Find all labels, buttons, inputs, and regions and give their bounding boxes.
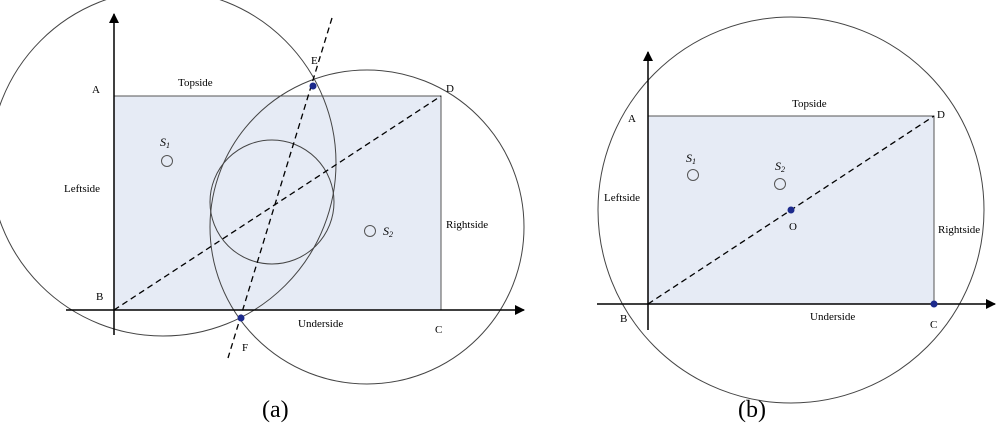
label-leftside-a: Leftside <box>64 183 100 195</box>
caption-a: (a) <box>262 397 289 423</box>
label-o-b: O <box>789 221 797 233</box>
circle-small-a <box>209 139 335 265</box>
label-sensor-s2-a: S2 <box>383 224 393 239</box>
label-sensor-s2-b: S2 <box>775 159 785 174</box>
point-o-b <box>787 206 795 214</box>
sensor-s1-a <box>161 155 173 167</box>
sensor-s2-b <box>774 178 786 190</box>
label-topside-b: Topside <box>792 98 827 110</box>
label-rightside-b: Rightside <box>938 224 980 236</box>
label-rightside-a: Rightside <box>446 219 488 231</box>
figure-a: A B C D E F Topside Leftside Rightside U… <box>0 0 525 423</box>
circle-s2-a <box>209 69 525 385</box>
label-underside-b: Underside <box>810 311 855 323</box>
label-sensor-s1-a: S1 <box>160 135 170 150</box>
sensor-s1-b <box>687 169 699 181</box>
diagonal-bd-a <box>113 95 442 311</box>
point-c-b <box>930 300 938 308</box>
circle-bd-a <box>0 0 337 337</box>
label-topside-a: Topside <box>178 77 213 89</box>
label-underside-a: Underside <box>298 318 343 330</box>
label-e-a: E <box>311 55 318 67</box>
label-b-b: B <box>620 313 627 325</box>
label-f-a: F <box>242 342 248 354</box>
point-e-a <box>309 82 317 90</box>
label-leftside-b: Leftside <box>604 192 640 204</box>
label-b-a: B <box>96 291 103 303</box>
label-c-a: C <box>435 324 442 336</box>
label-c-b: C <box>930 319 937 331</box>
label-d-b: D <box>937 109 945 121</box>
label-sensor-s1-b: S1 <box>686 151 696 166</box>
figure-b: A B C D O Topside Leftside Rightside Und… <box>597 16 996 423</box>
label-a-b: A <box>628 113 636 125</box>
sensor-s2-a <box>364 225 376 237</box>
circle-bd-b <box>597 16 985 404</box>
point-f-a <box>237 314 245 322</box>
label-a-a: A <box>92 84 100 96</box>
caption-b: (b) <box>738 397 766 423</box>
label-d-a: D <box>446 83 454 95</box>
